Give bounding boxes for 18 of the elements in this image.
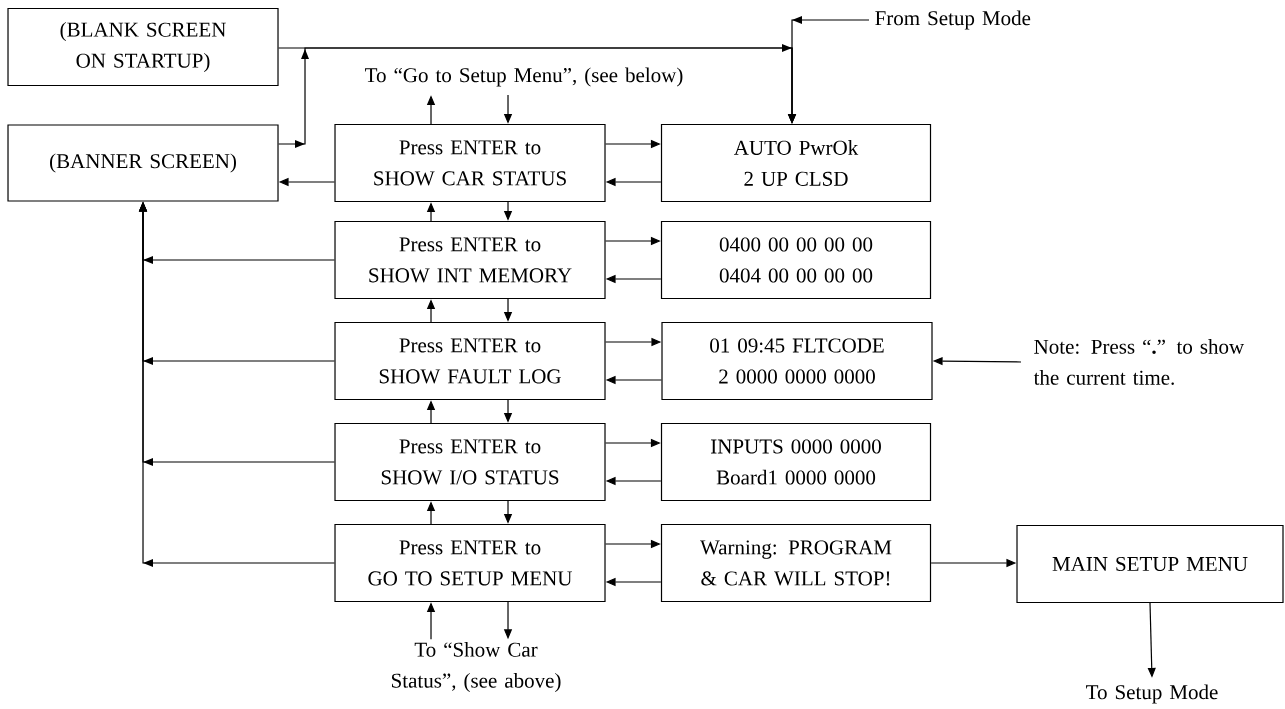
- screen-box: (BANNER SCREEN): [7, 124, 279, 202]
- display-box: AUTO PwrOk 2 UP CLSD: [660, 123, 932, 203]
- flow-label: To Setup Mode: [1086, 684, 1218, 704]
- screen-box: (BLANK SCREEN ON STARTUP): [7, 7, 279, 87]
- screen-box: MAIN SETUP MENU: [1016, 524, 1284, 604]
- menu-box: Press ENTER to SHOW I/O STATUS: [334, 422, 606, 502]
- flow-label: From Setup Mode: [875, 10, 1031, 30]
- display-box: 01 09:45 FLTCODE 2 0000 0000 0000: [661, 321, 933, 401]
- menu-box: Press ENTER to SHOW FAULT LOG: [334, 321, 606, 401]
- menu-box: Press ENTER to GO TO SETUP MENU: [334, 523, 606, 603]
- menu-box: Press ENTER to SHOW INT MEMORY: [334, 220, 606, 300]
- menu-box: Press ENTER to SHOW CAR STATUS: [334, 123, 606, 203]
- note-text: Note: Press “.” to show the current time.: [1033, 339, 1245, 385]
- display-box: 0400 00 00 00 00 0404 00 00 00 00: [660, 220, 932, 300]
- display-box: INPUTS 0000 0000 Board1 0000 0000: [660, 422, 932, 502]
- display-box: Warning: PROGRAM & CAR WILL STOP!: [660, 523, 932, 603]
- flow-label: To “Go to Setup Menu”, (see below): [365, 67, 683, 87]
- flow-label: To “Show Car Status”, (see above): [392, 641, 561, 692]
